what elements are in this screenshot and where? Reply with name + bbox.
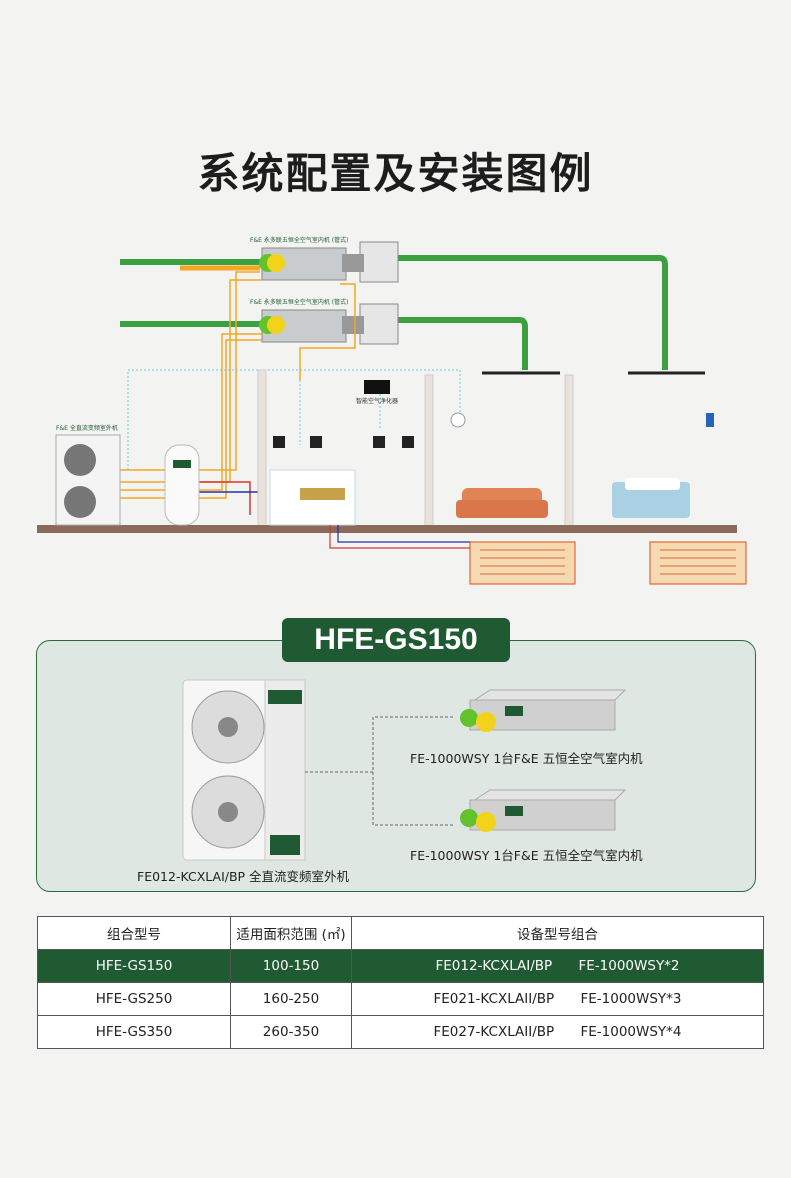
- indoor-caption-1: FE-1000WSY 1台F&E 五恒全空气室内机: [410, 751, 643, 766]
- cell-area: 260-350: [230, 1015, 352, 1049]
- svg-text:F&E 全直流变频室外机: F&E 全直流变频室外机: [56, 424, 118, 432]
- diagram-label-mid: F&E 永多联五恒全空气室内机 (管式): [250, 298, 348, 306]
- indoor-unit-image-1: [460, 689, 627, 732]
- table-header-row: 组合型号 适用面积范围 (㎡) 设备型号组合: [37, 916, 764, 950]
- cell-area: 160-250: [230, 982, 352, 1016]
- cell-model: HFE-GS250: [37, 982, 231, 1016]
- water-tank: [164, 444, 200, 526]
- header-area: 适用面积范围 (㎡): [230, 916, 352, 950]
- indoor-caption-2: FE-1000WSY 1台F&E 五恒全空气室内机: [410, 848, 643, 863]
- cell-model: HFE-GS150: [37, 949, 231, 983]
- ducts-green: [120, 255, 705, 375]
- table-row: HFE-GS250 160-250 FE021-KCXLAII/BP FE-10…: [37, 982, 764, 1016]
- indoor-unit-image-2: [460, 789, 627, 832]
- model-badge: HFE-GS150: [282, 618, 510, 662]
- header-model: 组合型号: [37, 916, 231, 950]
- product-panel: [36, 640, 756, 892]
- cell-indoor: FE-1000WSY*2: [578, 958, 680, 974]
- table-row: HFE-GS350 260-350 FE027-KCXLAII/BP FE-10…: [37, 1015, 764, 1049]
- floor-heating-coils: [469, 541, 747, 585]
- sofa-icon: [456, 488, 548, 518]
- diagram-label-top: F&E 永多联五恒全空气室内机 (管式): [250, 236, 348, 244]
- cell-area: 100-150: [230, 949, 352, 983]
- purifier-icon: [364, 380, 390, 394]
- svg-text:智能空气净化器: 智能空气净化器: [356, 397, 398, 405]
- outdoor-unit-image: [182, 679, 306, 861]
- header-combo: 设备型号组合: [351, 916, 764, 950]
- outdoor-unit-diagram: F&E 全直流变频室外机: [55, 424, 121, 526]
- installation-diagram: F&E 永多联五恒全空气室内机 (管式) F&E 永多联五恒全空气室内机 (管式…: [37, 236, 747, 585]
- cell-outdoor: FE021-KCXLAII/BP: [433, 991, 555, 1007]
- cell-combo: FE027-KCXLAII/BP FE-1000WSY*4: [351, 1015, 764, 1049]
- cell-indoor: FE-1000WSY*4: [580, 1024, 682, 1040]
- page-title: 系统配置及安装图例: [197, 149, 594, 198]
- outdoor-caption: FE012-KCXLAI/BP 全直流变频室外机: [137, 869, 350, 884]
- cell-combo: FE021-KCXLAII/BP FE-1000WSY*3: [351, 982, 764, 1016]
- cell-outdoor: FE012-KCXLAI/BP: [435, 958, 553, 974]
- cell-indoor: FE-1000WSY*3: [580, 991, 682, 1007]
- bed-icon: [612, 478, 690, 518]
- indoor-unit-mid: [259, 303, 399, 345]
- table-row: HFE-GS150 100-150 FE012-KCXLAI/BP FE-100…: [37, 949, 764, 983]
- cell-outdoor: FE027-KCXLAII/BP: [433, 1024, 555, 1040]
- cell-combo: FE012-KCXLAI/BP FE-1000WSY*2: [351, 949, 764, 983]
- spec-table: 组合型号 适用面积范围 (㎡) 设备型号组合 HFE-GS150 100-150…: [37, 916, 764, 1049]
- cell-model: HFE-GS350: [37, 1015, 231, 1049]
- indoor-unit-top: [259, 241, 399, 283]
